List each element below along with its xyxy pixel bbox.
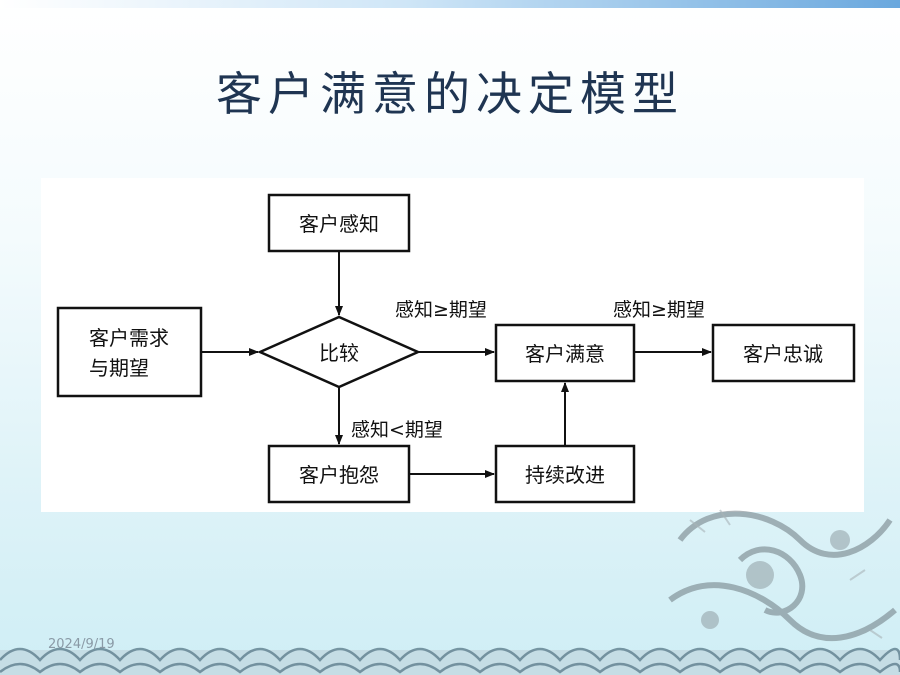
node-customer-needs-label-1: 客户需求 [89,326,169,350]
flowchart-panel: 客户感知 客户需求 与期望 比较 客户满意 客户忠诚 客户抱怨 [41,178,864,512]
node-compare: 比较 [256,315,422,389]
node-continuous-improvement: 持续改进 [494,444,636,504]
node-customer-complaint: 客户抱怨 [267,444,411,504]
node-customer-loyalty: 客户忠诚 [711,323,856,383]
node-customer-satisfaction-label: 客户满意 [525,342,605,366]
node-customer-needs: 客户需求 与期望 [56,306,203,398]
flowchart: 客户感知 客户需求 与期望 比较 客户满意 客户忠诚 客户抱怨 [56,193,856,504]
node-compare-label: 比较 [319,341,359,365]
top-accent-bar [0,0,900,8]
node-customer-satisfaction: 客户满意 [494,323,636,383]
edge-label-compare-to-satisfaction: 感知≥期望 [395,299,487,321]
node-continuous-improvement-label: 持续改进 [525,463,605,487]
node-customer-complaint-label: 客户抱怨 [299,463,379,487]
page-title: 客户满意的决定模型 [216,67,684,121]
node-customer-needs-label-2: 与期望 [89,356,149,380]
edge-label-satisfaction-to-loyalty: 感知≥期望 [613,299,705,321]
slide-date: 2024/9/19 [48,637,115,652]
node-customer-perception-label: 客户感知 [299,212,379,236]
node-customer-perception: 客户感知 [267,193,411,253]
dragon-decoration-icon [668,509,897,642]
wave-decoration-icon [0,647,900,675]
node-customer-loyalty-label: 客户忠诚 [743,342,823,366]
edge-label-compare-to-complaint: 感知<期望 [351,419,443,441]
